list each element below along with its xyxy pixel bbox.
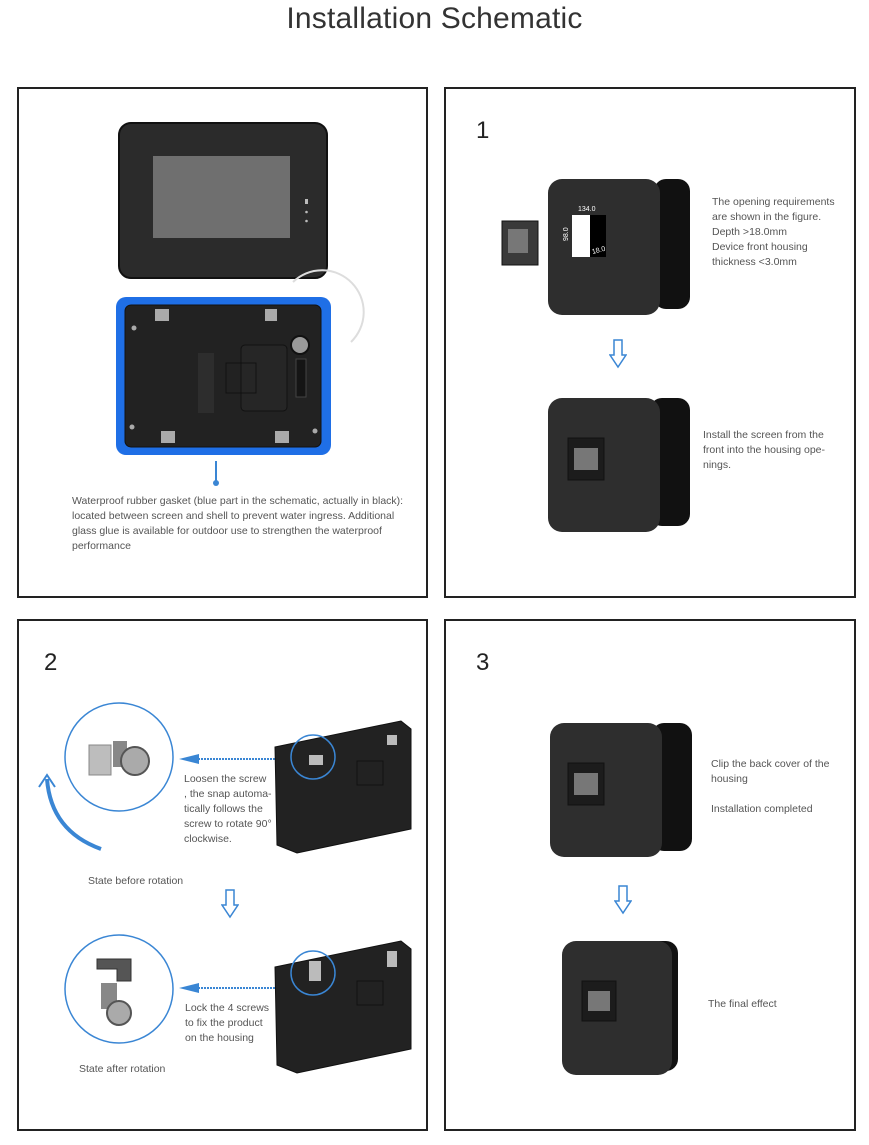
screw-detail-after-rotation (64, 934, 174, 1044)
back-cover-clipped-illustration (550, 723, 692, 857)
pointer-line (215, 461, 217, 483)
state-after-rotation-label: State after rotation (79, 1063, 166, 1075)
down-arrow-icon (614, 885, 632, 915)
left-arrow-icon (179, 754, 275, 764)
left-arrow-icon (179, 983, 275, 993)
opening-requirements-note: The opening requirements are shown in th… (712, 196, 835, 268)
gasket-caption: Waterproof rubber gasket (blue part in t… (72, 495, 404, 552)
pointer-dot (213, 480, 219, 486)
device-front-and-back-illustration (116, 122, 365, 455)
step-number: 2 (44, 649, 58, 676)
down-arrow-icon (609, 339, 627, 369)
dim-depth: 18.0 (591, 246, 606, 256)
device-back-before-rotation (274, 720, 412, 854)
page-title: Installation Schematic (286, 2, 583, 35)
rotate-arrow-icon (38, 773, 102, 851)
overview-panel: Waterproof rubber gasket (blue part in t… (17, 87, 428, 598)
loosen-screw-note: Loosen the screw , the snap automa- tica… (184, 773, 272, 845)
device-front (118, 122, 328, 279)
clip-back-cover-note: Clip the back cover of the housing Insta… (711, 758, 830, 815)
dim-width: 134.0 (578, 206, 596, 213)
housing-opening-illustration: 134.0 98.0 18.0 (501, 179, 690, 315)
step-number: 1 (476, 117, 490, 144)
dim-height: 98.0 (563, 227, 570, 241)
state-before-rotation-label: State before rotation (88, 875, 184, 887)
step-2-panel: 2 Loosen the screw , the snap automa- ti… (17, 619, 428, 1131)
final-effect-note: The final effect (708, 998, 777, 1010)
down-arrow-icon (221, 889, 239, 919)
step-3-panel: 3 Clip the back cover of the housing Ins… (444, 619, 856, 1131)
screw-detail-before-rotation (64, 702, 174, 812)
device-back-after-rotation (274, 940, 412, 1074)
final-effect-illustration (562, 941, 678, 1075)
step-number: 3 (476, 649, 490, 676)
installed-screen-illustration (548, 398, 690, 532)
step-1-panel: 1 134.0 98.0 18.0 The opening requiremen… (444, 87, 856, 598)
lock-screws-note: Lock the 4 screws to fix the product on … (185, 1002, 270, 1044)
device-back-with-gasket (116, 269, 365, 455)
install-screen-note: Install the screen from the front into t… (703, 429, 826, 471)
